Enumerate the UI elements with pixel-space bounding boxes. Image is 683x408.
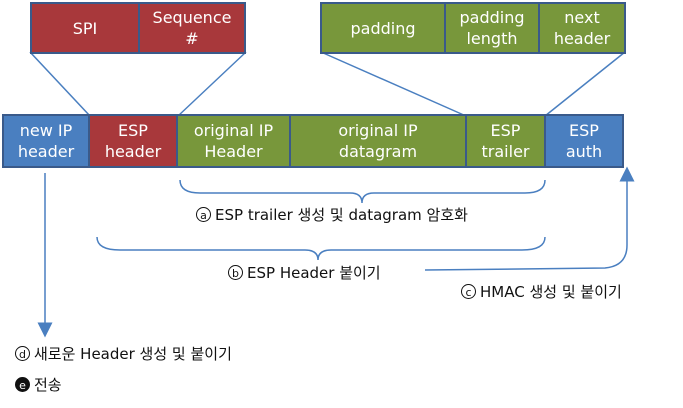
brace-b (96, 236, 546, 261)
step-e-text: 전송 (34, 376, 62, 394)
field-new-ip-header: new IP header (2, 114, 90, 168)
field-esp-trailer: ESP trailer (465, 114, 546, 168)
field-esp-header: ESP header (88, 114, 178, 168)
connector-line-next-header (544, 51, 626, 117)
field-sequence-number: Sequence # (138, 2, 246, 54)
step-d: d 새로운 Header 생성 및 붙이기 (15, 344, 232, 364)
field-spi: SPI (30, 2, 140, 54)
step-c-marker: c (461, 284, 476, 299)
brace-a (179, 179, 546, 204)
step-a-text: ESP trailer 생성 및 datagram 암호화 (215, 206, 468, 224)
step-b: b ESP Header 붙이기 (228, 263, 381, 283)
step-e-marker: e (15, 377, 30, 392)
step-d-text: 새로운 Header 생성 및 붙이기 (34, 345, 232, 363)
connector-line-padding (320, 51, 467, 117)
connector-line-sequence (177, 51, 247, 117)
field-next-header: next header (538, 2, 626, 54)
step-c-text: HMAC 생성 및 붙이기 (480, 283, 622, 301)
step-b-marker: b (228, 265, 243, 280)
step-a-marker: a (196, 207, 211, 222)
connector-line-spi (29, 51, 91, 117)
step-a: a ESP trailer 생성 및 datagram 암호화 (196, 205, 468, 225)
field-padding-length: padding length (444, 2, 540, 54)
step-d-marker: d (15, 346, 30, 361)
field-padding: padding (320, 2, 446, 54)
field-esp-auth: ESP auth (544, 114, 624, 168)
field-original-ip-datagram: original IP datagram (289, 114, 467, 168)
field-original-ip-header: original IP Header (176, 114, 291, 168)
step-b-text: ESP Header 붙이기 (247, 264, 381, 282)
arrow-hmac (424, 166, 635, 271)
step-e: e 전송 (15, 375, 62, 395)
step-c: c HMAC 생성 및 붙이기 (461, 282, 622, 302)
